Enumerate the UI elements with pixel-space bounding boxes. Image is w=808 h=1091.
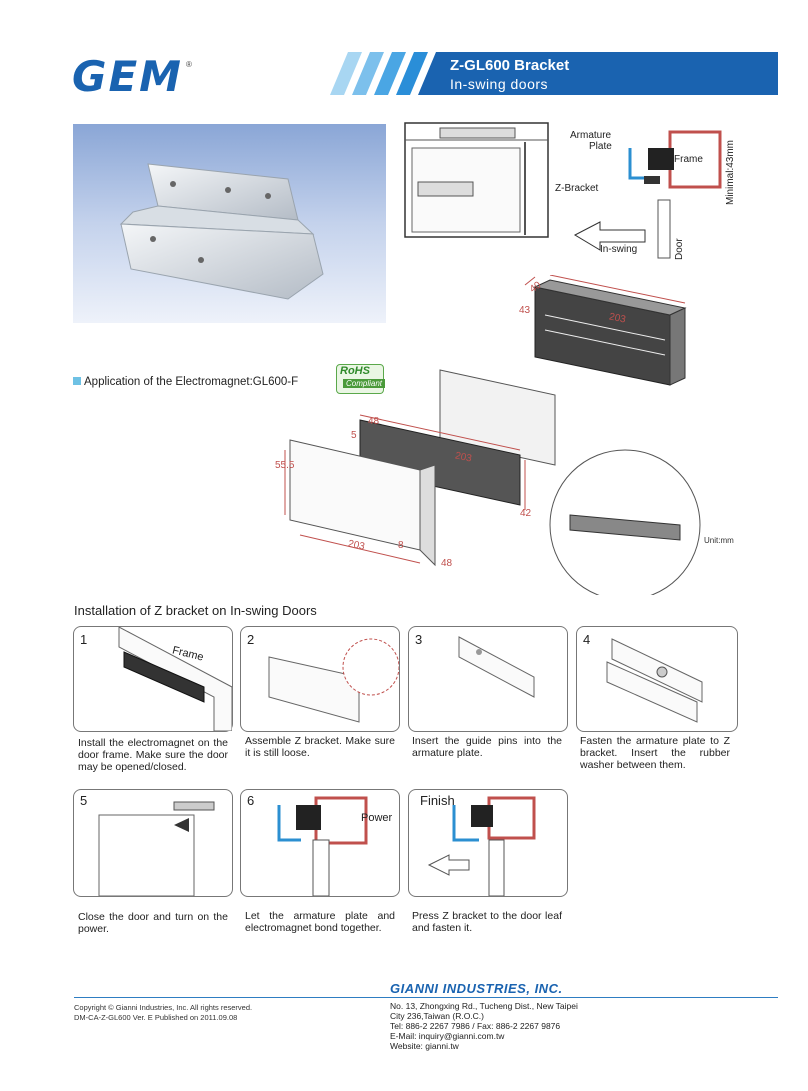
finish-number: Finish xyxy=(420,793,455,808)
rohs-compliant-text: Compliant xyxy=(343,379,386,388)
section-title: Installation of Z bracket on In-swing Do… xyxy=(74,603,317,618)
application-text: Application of the Electromagnet:GL600-F xyxy=(84,376,299,388)
step-2-box xyxy=(240,626,400,732)
step-3-number: 3 xyxy=(415,632,423,647)
gem-logo: GEM xyxy=(72,52,183,101)
step-4-illustration xyxy=(606,638,703,723)
step-2-illustration xyxy=(268,638,400,723)
step-1-box xyxy=(73,626,233,732)
step-4-number: 4 xyxy=(583,632,591,647)
step-6-power-label: Power xyxy=(361,812,393,824)
dim-42: 42 xyxy=(520,508,532,519)
rohs-text: RoHS xyxy=(340,365,370,377)
step-5-caption: Close the door and turn on the power. xyxy=(78,911,228,935)
title-banner xyxy=(330,52,778,95)
company-name: GIANNI INDUSTRIES, INC. xyxy=(390,981,563,996)
dim-8: 8 xyxy=(398,540,404,551)
step-4-caption: Fasten the armature plate to Z bracket. … xyxy=(580,735,730,771)
unit-note: Unit:mm xyxy=(704,536,734,545)
copyright-text: Copyright © Gianni Industries, Inc. All … xyxy=(74,1003,253,1012)
dim-48-bracket: 48 xyxy=(441,558,453,569)
installation-overview-diagram xyxy=(404,122,722,259)
step-3-box xyxy=(408,626,568,732)
address-line-2: City 236,Taiwan (R.O.C.) xyxy=(390,1011,484,1021)
label-frame: Frame xyxy=(674,154,703,165)
label-armature: Armature xyxy=(570,130,612,141)
step-6-illustration xyxy=(277,796,368,897)
address-line-1: No. 13, Zhongxing Rd., Tucheng Dist., Ne… xyxy=(390,1001,578,1011)
step-4-box xyxy=(576,626,738,732)
step-6-caption: Let the armature plate and electromagnet… xyxy=(245,910,395,934)
step-3-illustration xyxy=(458,636,535,698)
step-1-illustration xyxy=(118,626,233,732)
label-minimal: Minimal:43mm xyxy=(725,139,736,205)
dim-48-armature: 48 xyxy=(368,416,380,427)
step-1-caption: Install the electromagnet on the door fr… xyxy=(78,737,228,773)
step-2-number: 2 xyxy=(247,632,255,647)
product-title: Z-GL600 Bracket xyxy=(450,57,570,74)
label-plate: Plate xyxy=(589,141,612,152)
label-in-swing: In-swing xyxy=(600,244,638,255)
footer-divider xyxy=(74,997,778,998)
step-6-number: 6 xyxy=(247,793,255,808)
website-link[interactable]: Website: gianni.tw xyxy=(390,1041,459,1051)
finish-illustration xyxy=(427,796,536,897)
step-5-illustration xyxy=(98,801,215,897)
dim-43: 43 xyxy=(519,305,531,316)
step-2-caption: Assemble Z bracket. Make sure it is stil… xyxy=(245,735,395,759)
dim-5: 5 xyxy=(351,430,357,441)
step-6-box xyxy=(240,789,400,897)
phone-fax: Tel: 886-2 2267 7986 / Fax: 886-2 2267 9… xyxy=(390,1021,561,1031)
step-3-caption: Insert the guide pins into the armature … xyxy=(412,735,562,759)
registered-mark: ® xyxy=(186,60,192,69)
bracket-photo xyxy=(73,124,386,323)
exploded-view-diagram xyxy=(284,275,701,595)
finish-box xyxy=(408,789,568,897)
label-z-bracket: Z-Bracket xyxy=(555,183,599,194)
application-note: Application of the Electromagnet:GL600-F xyxy=(73,376,298,388)
bullet-square-icon xyxy=(73,377,81,385)
label-door: Door xyxy=(674,238,685,260)
product-subtitle: In-swing doors xyxy=(450,76,549,92)
step-5-box xyxy=(73,789,233,897)
email-link[interactable]: E-Mail: inquiry@gianni.com.tw xyxy=(390,1031,505,1041)
dim-55-5: 55.5 xyxy=(275,460,295,471)
step-1-number: 1 xyxy=(80,632,88,647)
step-5-number: 5 xyxy=(80,793,88,808)
document-version: DM-CA-Z-GL600 Ver. E Published on 2011.0… xyxy=(74,1013,238,1022)
finish-caption: Press Z bracket to the door leaf and fas… xyxy=(412,910,562,934)
